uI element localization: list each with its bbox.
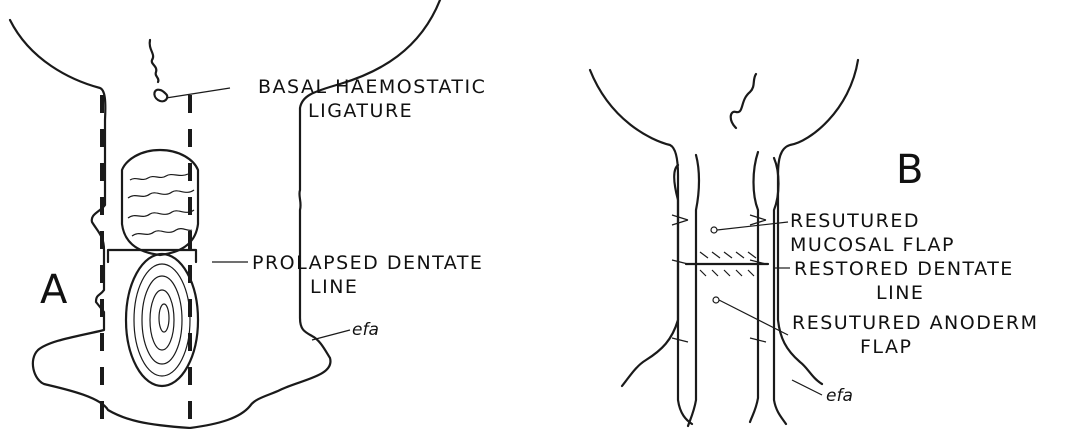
left-anal-wall [674,165,692,424]
panel-a-letter: A [40,270,67,310]
mucosal-flap-point [711,227,717,233]
efa-label-b: efa [826,386,853,406]
restored-dentate-label-line1: RESTORED DENTATE [794,258,1014,280]
restored-dentate-label-line2: LINE [876,282,924,304]
prolapsed-mucosa [122,150,198,255]
panel-a-illustration [0,0,540,429]
panel-b-letter: B [896,150,923,190]
ligature-leader [166,88,230,98]
ligature-thread [731,74,756,128]
right-anal-wall [750,152,758,422]
efa-label-a: efa [352,320,379,340]
suture-marks [672,215,766,342]
ligature-knot [154,90,167,102]
panel-b-diagram: B RESUTURED MUCOSAL FLAP RESTORED DENTAT… [560,0,1067,429]
panel-a-diagram: BASAL HAEMOSTATIC LIGATURE PROLAPSED DEN… [0,0,540,429]
ampulla-outline [590,70,678,386]
prolapsed-anoderm [126,254,198,386]
anoderm-flap-point [713,297,719,303]
efa-leader [312,330,350,340]
basal-ligature-label-line1: BASAL HAEMOSTATIC [258,76,486,98]
resutured-anoderm-label-line1: RESUTURED ANODERM [792,312,1038,334]
ligature-thread [150,40,159,82]
prolapsed-dentate-label-line2: LINE [310,276,358,298]
ampulla-outline [10,0,440,428]
prolapsed-dentate-label-line1: PROLAPSED DENTATE [252,252,483,274]
basal-ligature-label-line2: LIGATURE [308,100,413,122]
resutured-mucosal-label-line1: RESUTURED [790,210,920,232]
resutured-mucosal-label-line2: MUCOSAL FLAP [790,234,955,256]
resutured-anoderm-label-line2: FLAP [860,336,912,358]
